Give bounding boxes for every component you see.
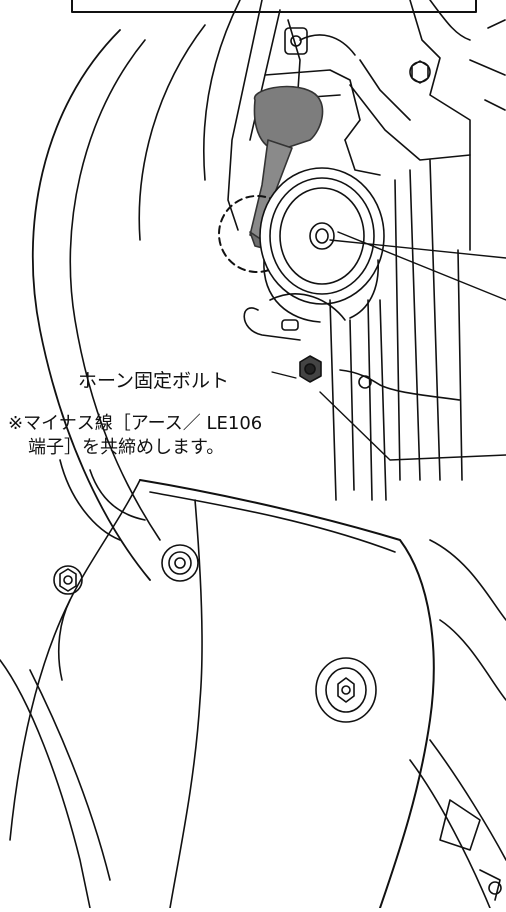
cowl-bolt-lower xyxy=(315,657,377,723)
front-fender xyxy=(31,29,151,581)
horn-fixing-bolt xyxy=(299,355,322,383)
horn-body xyxy=(259,167,385,323)
leader-line-lower xyxy=(319,391,506,461)
title-box xyxy=(71,0,477,13)
cowl-bolt-left xyxy=(53,565,83,595)
cowl-bolt-mid xyxy=(161,544,199,582)
note-line-2: 端子］を共締めします。 xyxy=(28,437,225,458)
leader-line-upper xyxy=(329,239,506,259)
note-line-1: ※マイナス線［アース／ LE106 xyxy=(8,413,263,434)
bolt-label: ホーン固定ボルト xyxy=(78,370,230,392)
front-cowl xyxy=(0,479,435,909)
